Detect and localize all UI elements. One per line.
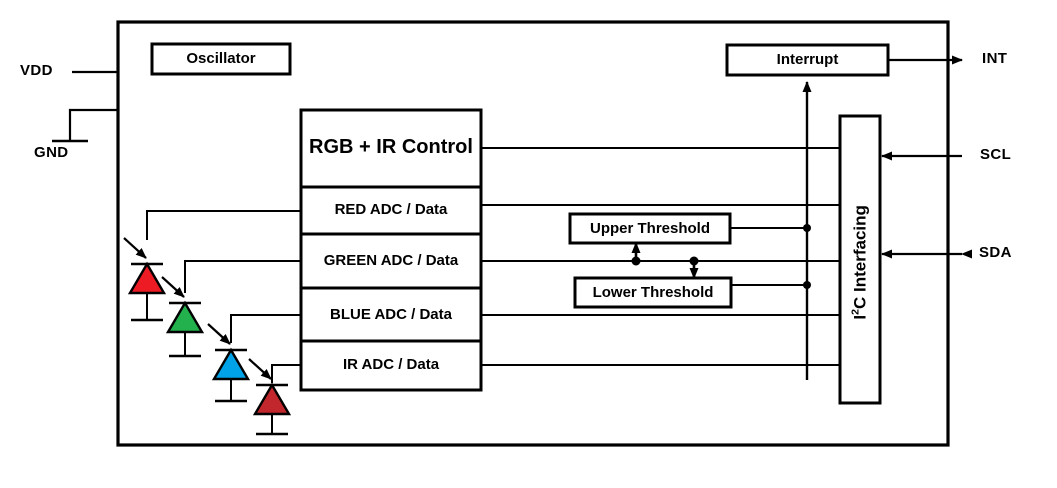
- i2c-interfacing-block: [838, 114, 882, 405]
- red-adc-label: RED ADC / Data: [334, 201, 448, 218]
- pin-label-sda: SDA: [979, 244, 1012, 261]
- photodiode-red-light-arrow: [123, 237, 147, 259]
- ir-adc-label: IR ADC / Data: [342, 356, 440, 373]
- pin-label-scl: SCL: [980, 146, 1012, 163]
- pin-label-vdd: VDD: [20, 62, 53, 79]
- lower-threshold-block: [573, 276, 733, 309]
- blue-adc-label: BLUE ADC / Data: [330, 306, 452, 323]
- rgb-ir-control-block: [299, 108, 483, 189]
- lower-threshold-bus-dot: [689, 256, 699, 266]
- oscillator-block: [150, 42, 292, 76]
- interrupt-label: Interrupt: [776, 51, 839, 68]
- rgb-ir-control-label: RGB + IR Control: [309, 136, 473, 158]
- photodiode-ir-light-arrow: [248, 358, 272, 380]
- photodiode-blue-light-arrow: [207, 323, 231, 345]
- photodiode-green-connect-wire: [184, 260, 301, 293]
- upper-threshold-junction-dot: [803, 224, 811, 232]
- oscillator-label: Oscillator: [186, 50, 256, 67]
- lower-threshold-label: Lower Threshold: [592, 284, 714, 301]
- lower-threshold-junction-dot: [803, 281, 811, 289]
- i2c-interfacing-label: I2C Interfacing: [849, 205, 870, 320]
- pin-label-int: INT: [982, 50, 1008, 67]
- sensor-chip-boundary: [116, 20, 950, 447]
- photodiode-red-connect-wire: [146, 210, 301, 240]
- upper-threshold-bus-dot: [631, 256, 641, 266]
- photodiode-green-light-arrow: [161, 276, 185, 298]
- photodiode-blue-connect-wire: [230, 314, 301, 343]
- gnd-wire: [68, 108, 119, 141]
- green-adc-label: GREEN ADC / Data: [323, 252, 459, 269]
- photodiode-ir-connect-wire: [271, 364, 301, 383]
- pin-label-gnd: GND: [34, 144, 69, 161]
- upper-threshold-label: Upper Threshold: [589, 220, 710, 237]
